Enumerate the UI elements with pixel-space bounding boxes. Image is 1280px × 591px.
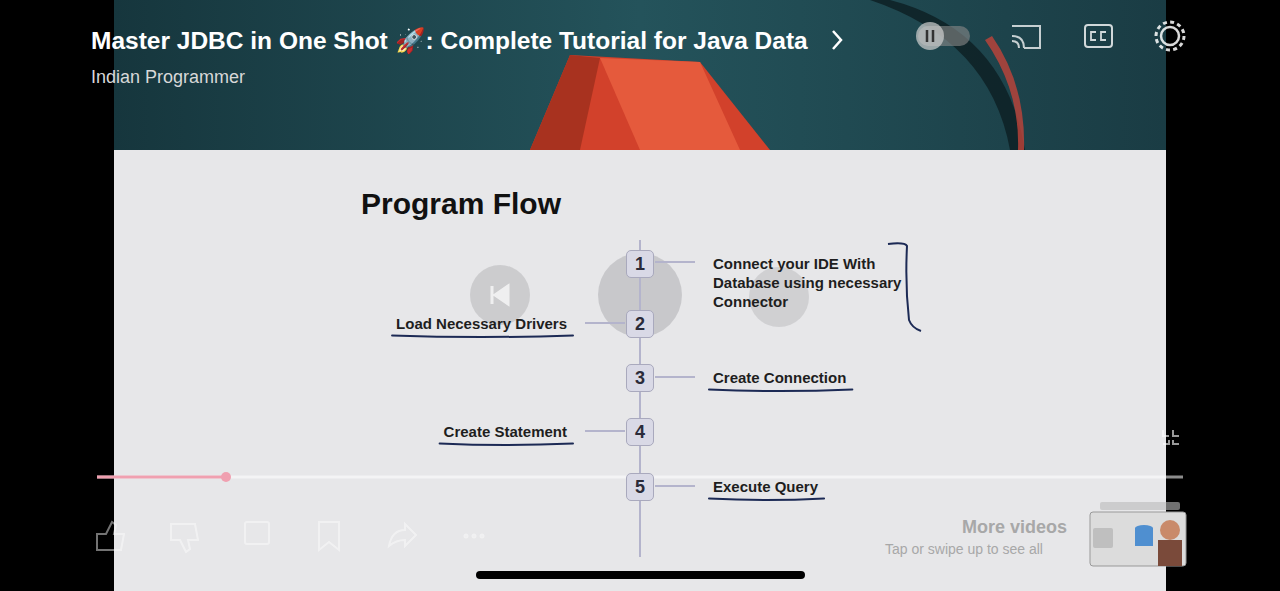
hand-underline <box>709 390 852 392</box>
video-title: Master JDBC in One Shot 🚀: Complete Tuto… <box>91 25 808 56</box>
action-icons <box>97 522 484 552</box>
step-number: 1 <box>635 255 645 273</box>
leader-line <box>655 261 695 263</box>
captions-icon <box>1085 25 1112 47</box>
red-prism-face <box>600 58 740 150</box>
sphere-glint <box>985 36 1024 150</box>
step-number: 5 <box>635 478 645 496</box>
step-number: 3 <box>635 369 645 387</box>
progress-thumb <box>221 472 231 482</box>
leader-line <box>585 430 625 432</box>
step-text: Load Necessary Drivers <box>396 314 567 333</box>
leader-line <box>585 322 625 324</box>
settings-icon <box>1161 27 1179 45</box>
step-number-box: 4 <box>626 418 654 446</box>
step-number: 2 <box>635 315 645 333</box>
thumbnail-db <box>1135 528 1153 546</box>
more-videos-hint: Tap or swipe up to see all <box>885 540 1043 558</box>
step-text: Create Connection <box>713 368 846 387</box>
step-number-box: 1 <box>626 250 654 278</box>
step-text: Create Statement <box>444 422 567 441</box>
timeline-connector <box>639 446 641 473</box>
step-text: Connect your IDE With Database using nec… <box>713 254 909 311</box>
captions-icon-cc <box>1091 32 1106 40</box>
hand-underline <box>709 499 824 501</box>
timeline-connector <box>639 338 641 364</box>
leader-line <box>655 376 695 378</box>
step-number-box: 5 <box>626 473 654 501</box>
timeline-line <box>639 501 641 557</box>
thumbnail-person <box>1160 520 1180 540</box>
progress-played <box>97 476 226 479</box>
cast-icon <box>1012 26 1040 48</box>
leader-line <box>655 485 695 487</box>
timeline-connector <box>639 278 641 310</box>
step-number-box: 2 <box>626 310 654 338</box>
hand-underline <box>440 444 573 446</box>
fullscreen-icon <box>1163 430 1179 444</box>
hand-underline <box>392 336 573 338</box>
thumbnail-box <box>1093 528 1113 548</box>
slide-ground <box>114 150 1166 591</box>
photo-strip <box>114 0 1166 150</box>
skip-back-icon <box>492 286 508 304</box>
thumbnail-stack <box>1100 502 1180 510</box>
timeline-connector <box>639 392 641 418</box>
pause-button <box>598 253 682 337</box>
autoplay-knob <box>916 22 944 50</box>
red-prism <box>530 55 770 150</box>
step-number-box: 3 <box>626 364 654 392</box>
settings-icon-teeth <box>1156 22 1184 50</box>
thumbnail-person <box>1158 540 1182 566</box>
more-videos-text: More videos <box>962 516 1067 539</box>
timeline-line <box>639 240 641 250</box>
red-prism-side <box>530 55 600 150</box>
thumbnail <box>1090 512 1186 566</box>
channel-name: Indian Programmer <box>91 66 245 89</box>
title-chevron <box>833 31 841 49</box>
home-indicator <box>476 571 805 579</box>
step-text: Execute Query <box>713 477 818 496</box>
autoplay-pause-icon <box>927 30 933 42</box>
step-number: 4 <box>635 423 645 441</box>
slide-title: Program Flow <box>361 186 561 222</box>
sphere-edge <box>870 0 1025 150</box>
